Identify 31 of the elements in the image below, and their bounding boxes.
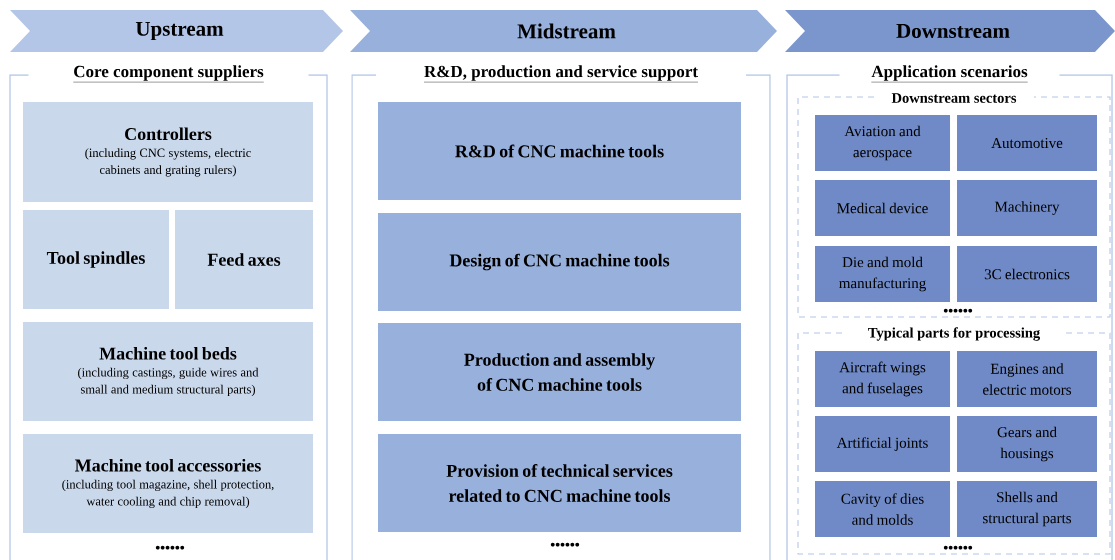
- process-box: Shells and structural parts: [957, 481, 1097, 537]
- process-box: 3C electronics: [957, 246, 1097, 302]
- panel-heading: Core component suppliers: [73, 65, 264, 83]
- panel-heading: Downstream sectors: [891, 93, 1017, 103]
- process-box: Gears and housings: [957, 416, 1097, 472]
- process-box: Provision of technical services related to CNC machine tools: [378, 434, 741, 532]
- chevron-banner: Midstream: [350, 10, 777, 52]
- process-box: Controllers (including CNC systems, electric cabinets and grating rulers): [23, 102, 313, 202]
- process-box: Engines and electric motors: [957, 351, 1097, 407]
- panel-heading: R&D, production and service support: [423, 65, 699, 83]
- process-box: Machine tool beds (including castings, guide wires and small and medium structural parts): [23, 322, 313, 421]
- chevron-banner: Downstream: [785, 10, 1115, 52]
- panel-heading: Application scenarios: [871, 65, 1028, 83]
- process-box: R&D of CNC machine tools: [378, 102, 741, 200]
- process-box: Machinery: [957, 180, 1097, 236]
- ellipsis: ••••••: [943, 545, 973, 550]
- process-box: Design of CNC machine tools: [378, 213, 741, 311]
- process-box: Machine tool accessories (including tool magazine, shell protection, water cooling and chip removal): [23, 434, 313, 533]
- panel-heading: Typical parts for processing: [868, 327, 1040, 341]
- process-box: Aviation and aerospace: [815, 115, 950, 171]
- process-box: Feed axes: [175, 210, 313, 309]
- process-box: Aircraft wings and fuselages: [815, 351, 950, 407]
- process-box: Die and mold manufacturing: [815, 246, 950, 302]
- process-box: Production and assembly of CNC machine tools: [378, 323, 741, 421]
- ellipsis: ••••••: [943, 308, 973, 313]
- process-box: Tool spindles: [23, 210, 169, 309]
- process-box: Cavity of dies and molds: [815, 481, 950, 537]
- process-box: Medical device: [815, 180, 950, 236]
- chevron-banner: Upstream: [10, 10, 343, 52]
- process-box: Artificial joints: [815, 416, 950, 472]
- process-box: Automotive: [957, 115, 1097, 171]
